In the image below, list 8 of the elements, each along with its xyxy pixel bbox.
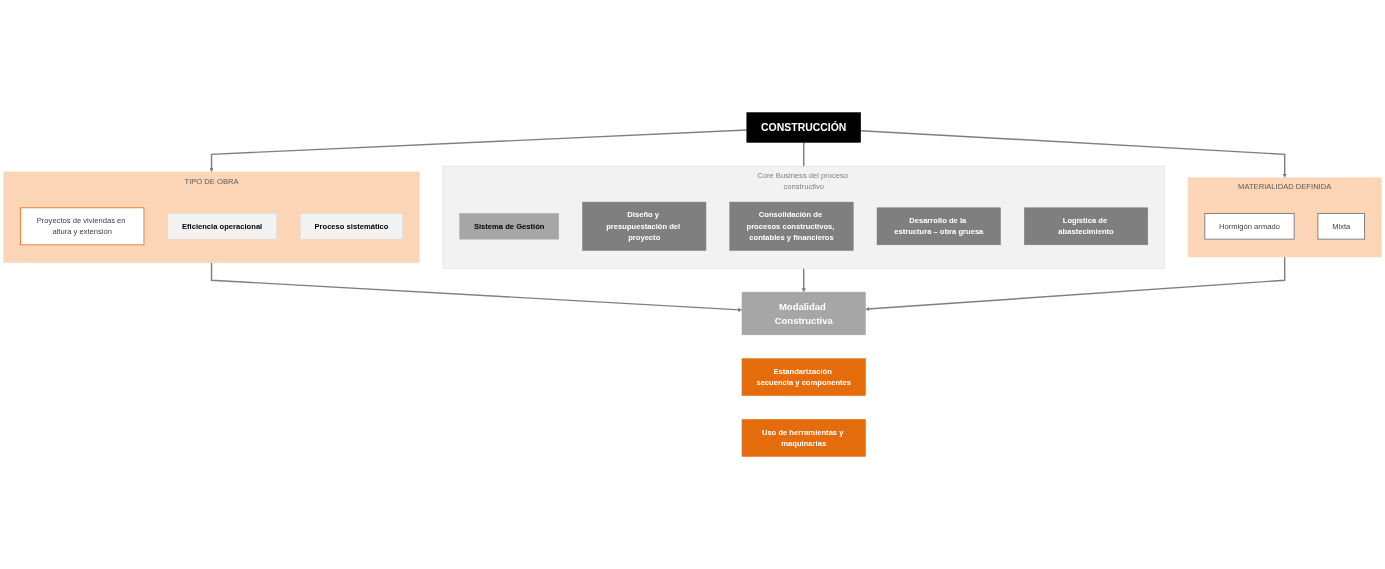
node-box: CONSTRUCCIÓN	[746, 112, 861, 143]
node-box: Modalidad Constructiva	[741, 291, 866, 336]
arrow	[865, 256, 1286, 312]
connector	[803, 141, 805, 167]
arrow	[801, 267, 806, 293]
arrow	[859, 129, 1287, 178]
arrow	[210, 261, 743, 312]
arrow	[209, 129, 748, 173]
